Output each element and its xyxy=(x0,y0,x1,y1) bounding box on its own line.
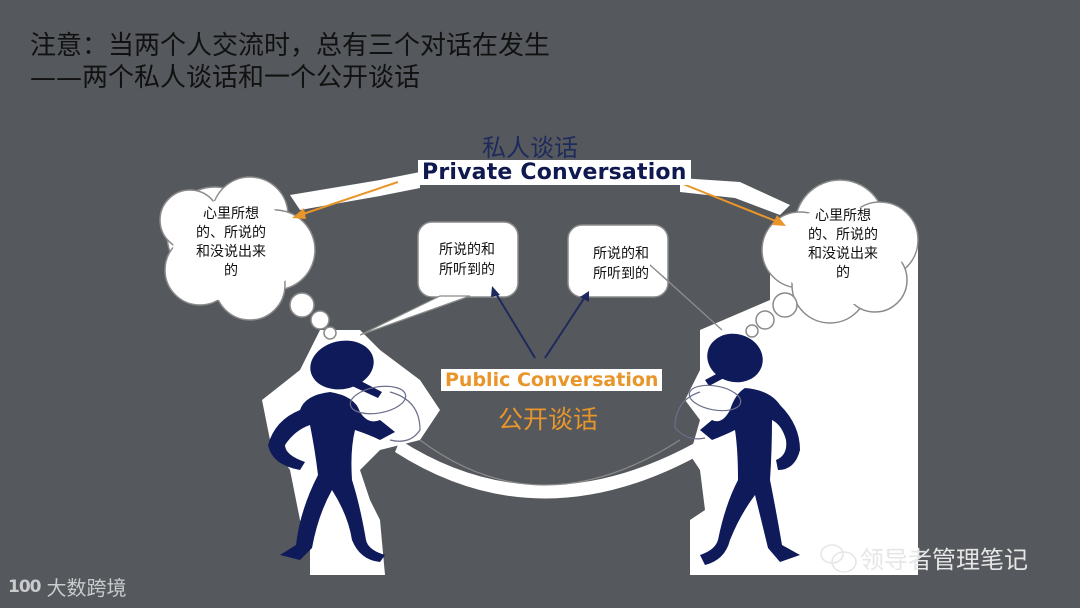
right-speech-bubble xyxy=(567,224,723,331)
thought-line: 的、所说的 xyxy=(808,227,878,243)
orange-arrows xyxy=(292,181,786,226)
right-thought-text: 心里所想 的、所说的 和没说出来 的 xyxy=(788,207,898,283)
left-figure xyxy=(268,340,395,562)
watermark-right-text: 领导者管理笔记 xyxy=(860,546,1028,574)
left-speech-bubble xyxy=(359,221,519,336)
watermark-left: 100 大数跨境 xyxy=(8,572,127,601)
watermark-right: 领导者管理笔记 xyxy=(860,540,1028,575)
right-thought-cloud xyxy=(745,179,919,338)
thought-line: 的、所说的 xyxy=(196,225,266,241)
brand-logo-icon: 100 xyxy=(8,576,41,597)
left-thought-cloud xyxy=(159,176,337,340)
heading-line-2: ——两个私人谈话和一个公开谈话 xyxy=(30,63,421,93)
wechat-icon xyxy=(820,544,857,573)
right-speech-text: 所说的和 所听到的 xyxy=(576,244,666,284)
right-figure xyxy=(700,333,800,565)
thought-line: 和没说出来 xyxy=(808,246,878,262)
left-speech-text: 所说的和 所听到的 xyxy=(422,240,512,280)
thought-line: 的 xyxy=(224,263,238,279)
thought-line: 心里所想 xyxy=(203,206,259,222)
speech-line: 所听到的 xyxy=(593,266,649,282)
right-phone-handset xyxy=(674,384,742,440)
private-conversation-label-en: Private Conversation xyxy=(418,160,691,185)
left-phone-handset xyxy=(349,385,421,442)
left-thought-text: 心里所想 的、所说的 和没说出来 的 xyxy=(176,205,286,281)
private-conversation-label-cn: 私人谈话 xyxy=(482,134,578,162)
speech-line: 所说的和 xyxy=(593,246,649,262)
navy-arrows xyxy=(491,286,589,359)
speech-line: 所听到的 xyxy=(439,262,495,278)
phone-cord-line xyxy=(419,439,681,486)
slide-heading: 注意：当两个人交流时，总有三个对话在发生 ——两个私人谈话和一个公开谈话 xyxy=(30,30,550,94)
speech-line: 所说的和 xyxy=(439,242,495,258)
public-conversation-label-en: Public Conversation xyxy=(441,369,663,391)
public-conversation-label-cn: 公开谈话 xyxy=(498,405,599,434)
heading-line-1: 注意：当两个人交流时，总有三个对话在发生 xyxy=(30,31,551,61)
thought-line: 心里所想 xyxy=(815,208,871,224)
thought-line: 的 xyxy=(836,265,850,281)
thought-line: 和没说出来 xyxy=(196,244,266,260)
watermark-left-text: 大数跨境 xyxy=(46,576,127,600)
